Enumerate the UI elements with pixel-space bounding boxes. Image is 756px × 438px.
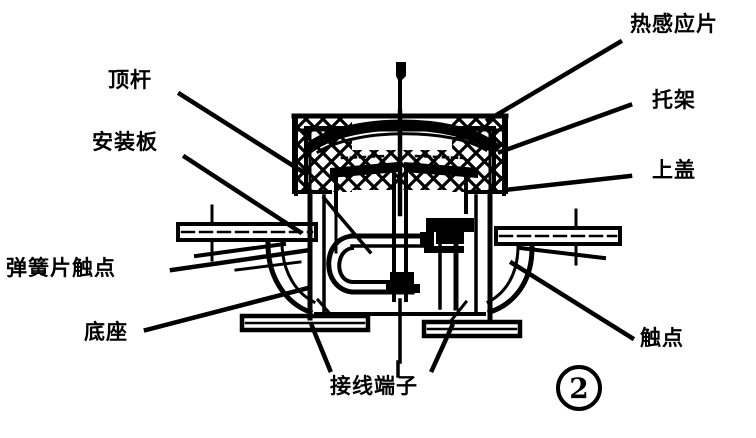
leader-bracket: [497, 102, 633, 155]
callout-label-mounting-plate: 安装板: [92, 130, 158, 154]
callout-label-upper-cover: 上盖: [652, 158, 696, 182]
figure-number-badge: 2: [556, 365, 602, 411]
leader-mounting-plate: [181, 153, 304, 236]
leader-thermal-disc: [484, 38, 624, 124]
figure-number-value: 2: [569, 371, 589, 405]
callout-leaders: [143, 38, 636, 378]
leader-upper-cover: [502, 173, 633, 193]
leader-contact-point: [508, 259, 636, 342]
callout-label-thermal-sensing-disc: 热感应片: [630, 12, 718, 36]
callout-label-bracket: 托架: [652, 88, 696, 112]
leader-push-rod: [176, 90, 307, 176]
assembly-drawing: [143, 38, 636, 378]
leader-wiring-terminal-left: [309, 323, 333, 373]
leader-wiring-terminal-right: [429, 323, 455, 373]
callout-label-spring-contact: 弹簧片触点: [6, 256, 116, 280]
leader-spring-contact: [169, 247, 313, 273]
base-housing: [193, 189, 607, 321]
callout-label-contact-point: 触点: [640, 326, 684, 350]
push-rod: [392, 62, 408, 364]
callout-label-base: 底座: [84, 320, 128, 344]
mounting-plate: [176, 204, 622, 266]
callout-label-push-rod: 顶杆: [108, 68, 152, 92]
leader-base: [143, 285, 311, 333]
spring-leaf-contact: [326, 233, 433, 295]
callout-label-wiring-terminal: 接线端子: [330, 374, 418, 398]
contact-point-assembly: [420, 218, 474, 311]
wiring-terminals: [239, 297, 523, 339]
